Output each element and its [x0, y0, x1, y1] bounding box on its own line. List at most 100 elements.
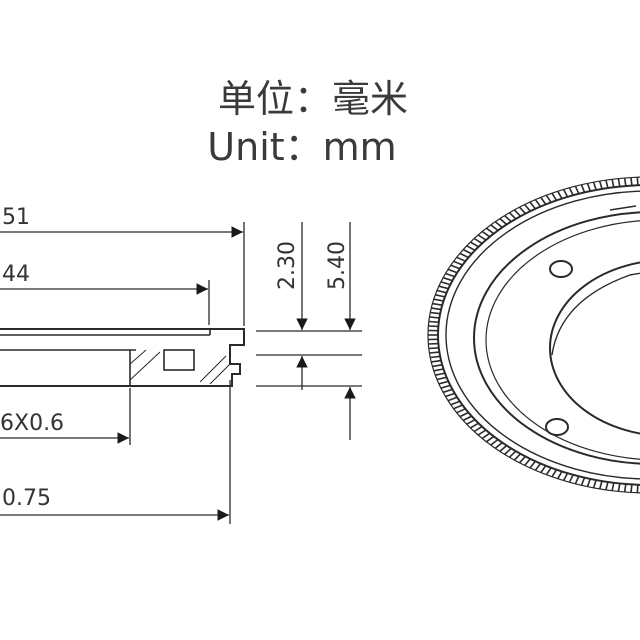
dimension-label-540: 5.40: [325, 241, 350, 290]
gear-bore-shadow: [551, 272, 640, 356]
gear-tooth: [431, 307, 442, 311]
gear-tooth: [529, 460, 537, 469]
gear-tooth: [431, 359, 442, 363]
gear-tooth: [490, 438, 499, 446]
gear-tooth: [490, 224, 499, 232]
gear-tooth: [442, 276, 453, 282]
gear-tooth: [562, 189, 569, 198]
gear-tooth: [623, 483, 627, 493]
gear-tooth: [436, 289, 447, 294]
hatch-line: [209, 363, 231, 385]
gear-tooth: [462, 248, 473, 255]
gear-tooth: [477, 429, 487, 436]
gear-tooth: [456, 408, 466, 414]
gear-tooth: [433, 298, 444, 302]
gear-tooth: [562, 472, 569, 481]
gear-tooth: [518, 455, 526, 464]
gear-tooth: [504, 215, 512, 223]
gear-tooth: [574, 185, 580, 195]
hatch-line: [199, 355, 227, 383]
gear-tooth: [592, 479, 597, 489]
gear-tooth: [429, 351, 440, 354]
gear-tooth: [435, 372, 446, 376]
gear-tooth: [428, 320, 439, 323]
gear-tooth: [485, 435, 495, 443]
gear-tooth: [508, 450, 517, 458]
gear-tooth: [611, 482, 615, 491]
gear-tooth: [611, 179, 615, 188]
gear-tooth-tip-edge: [427, 176, 640, 494]
gear-tooth: [630, 484, 633, 493]
gear-tooth: [499, 217, 508, 226]
gear-tooth: [513, 453, 522, 461]
gear-tooth: [568, 474, 574, 483]
gear-tooth: [617, 483, 621, 492]
gear-tooth: [440, 281, 451, 286]
recess-pocket: [163, 349, 195, 371]
gear-bore: [549, 261, 640, 435]
gear-tooth: [442, 388, 453, 394]
gear-tooth: [453, 260, 463, 266]
gear-tooth: [494, 221, 503, 229]
gear-outer-rim: [437, 184, 640, 486]
gear-tooth: [436, 376, 447, 381]
gear-tooth: [477, 234, 487, 241]
gear-tooth: [447, 396, 458, 402]
gear-tooth: [580, 184, 586, 193]
gear-tooth: [499, 444, 508, 453]
hatch-line: [129, 351, 161, 381]
gear-tooth: [450, 264, 461, 270]
unit-title-english: Unit：mm: [207, 125, 396, 169]
gear-tooth: [445, 272, 455, 278]
gear-tooth: [462, 415, 473, 422]
part-outline: [0, 328, 245, 387]
gear-tooth: [504, 447, 512, 455]
gear-tooth: [551, 192, 558, 201]
gear-tooth: [430, 355, 441, 359]
gear-tooth: [524, 204, 531, 212]
gear-tooth: [617, 178, 621, 187]
gear-teeth: [427, 176, 640, 494]
gear-tooth: [551, 469, 558, 478]
gear-tooth: [586, 478, 592, 487]
gear-tooth: [540, 465, 547, 474]
gear-tooth: [469, 241, 479, 248]
gear-tooth: [580, 477, 586, 486]
gear-tooth: [557, 471, 563, 480]
gear-tooth: [518, 206, 526, 215]
gear-tooth: [636, 177, 639, 186]
gear-tooth: [574, 475, 580, 485]
gear-tooth: [440, 384, 451, 389]
gear-tooth: [568, 187, 574, 196]
gear-tooth: [605, 481, 609, 491]
gear-tooth: [473, 425, 483, 433]
gear-tooth: [623, 177, 627, 187]
unit-title-chinese: 单位：毫米: [218, 77, 408, 121]
gear-tooth: [430, 311, 441, 315]
gear-detail-line: [609, 205, 637, 211]
gear-tooth: [429, 316, 440, 319]
gear-tooth: [459, 411, 469, 418]
gear-tooth: [485, 227, 495, 235]
gear-tooth: [534, 199, 542, 207]
gear-tooth: [466, 418, 476, 425]
gear-tooth: [453, 404, 463, 410]
gear-tooth: [447, 268, 458, 274]
mounting-hole: [549, 260, 573, 278]
gear-face-edge: [473, 211, 640, 465]
gear-tooth: [630, 177, 633, 186]
gear-tooth: [508, 212, 517, 220]
gear-tooth: [432, 302, 443, 306]
gear-tooth: [545, 467, 552, 476]
gear-tooth: [438, 380, 449, 385]
gear-tooth: [432, 364, 443, 368]
hatch-line: [129, 349, 147, 365]
gear-tooth: [435, 294, 446, 298]
gear-tooth: [466, 245, 476, 252]
gear-rim-edge: [445, 190, 640, 480]
gear-tooth: [433, 368, 444, 372]
gear-ring-3d-view: [427, 176, 640, 494]
gear-tooth: [473, 237, 483, 245]
gear-tooth: [445, 392, 455, 398]
gear-tooth: [481, 432, 491, 440]
